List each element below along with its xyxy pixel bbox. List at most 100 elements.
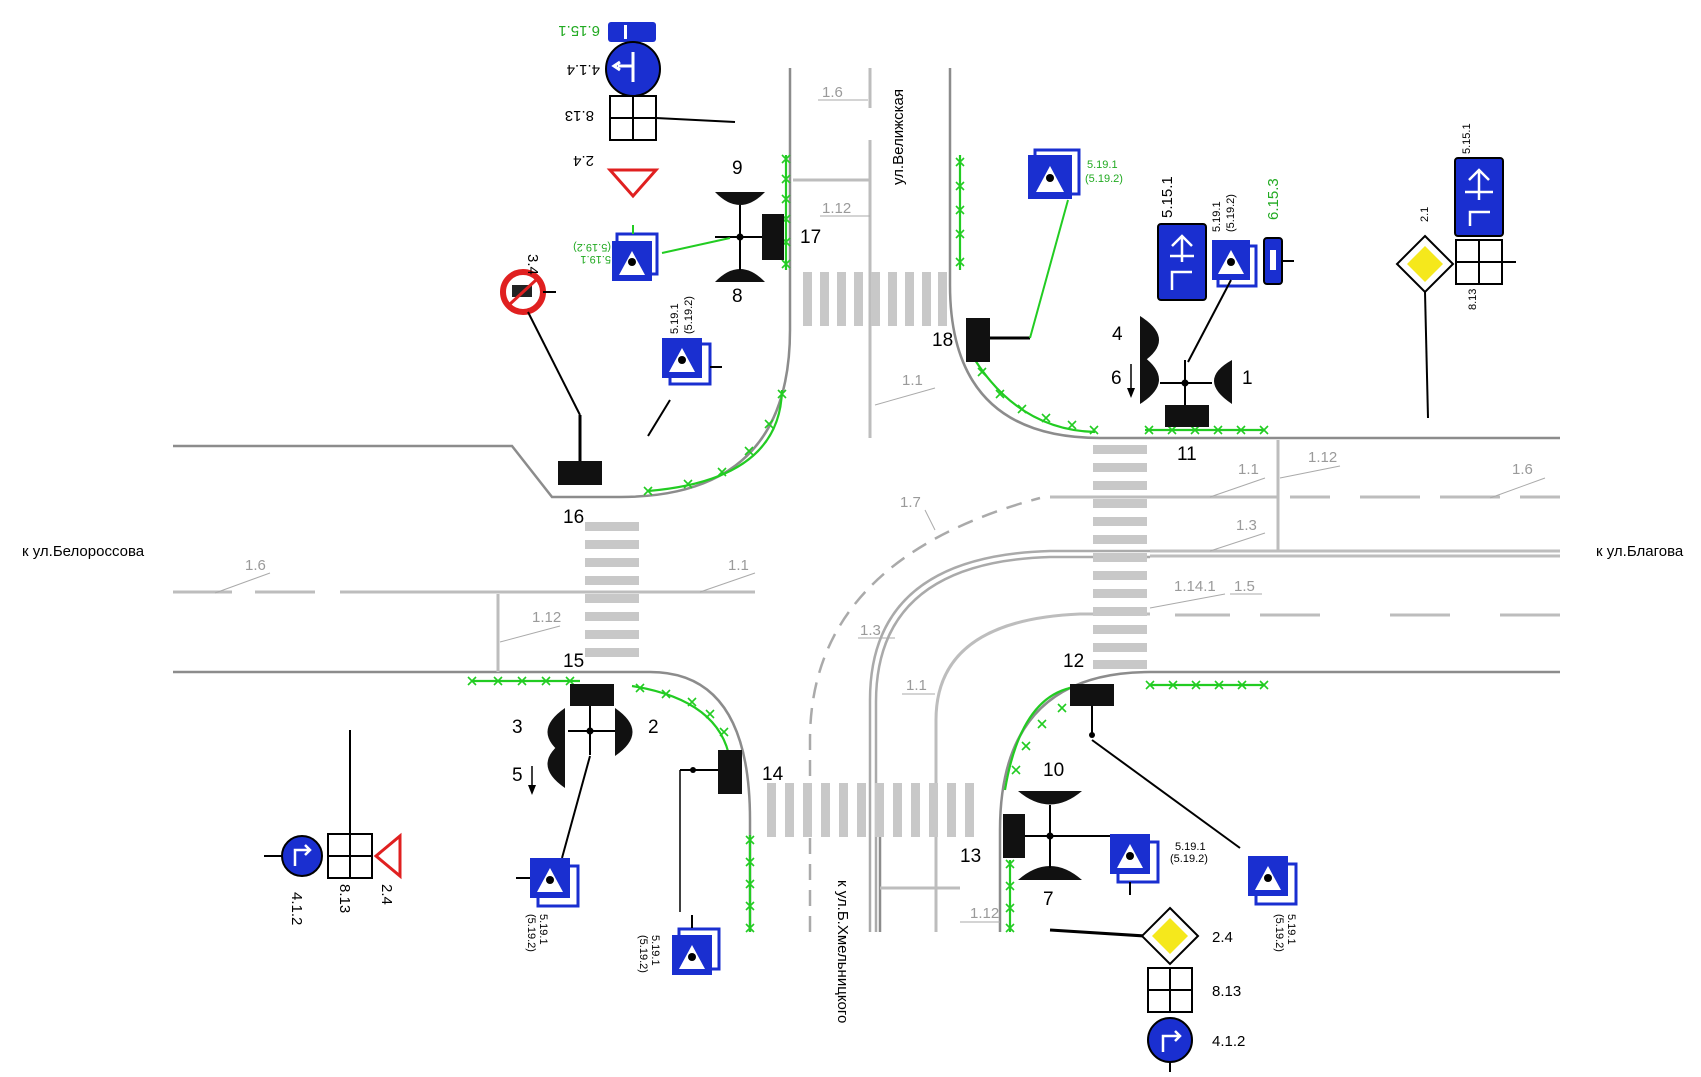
svg-text:1.3: 1.3 <box>860 622 881 639</box>
svg-text:13: 13 <box>960 846 981 867</box>
fence-crosses <box>467 154 1269 933</box>
marking-labels: 1.6 1.12 1.1 1.7 1.3 1.1 1.12 1.6 1.1 1.… <box>214 84 1546 923</box>
svg-text:1.1: 1.1 <box>906 677 927 694</box>
ped-light-18 <box>966 318 1030 362</box>
north-sign-stack: 6.15.1 4.1.4 8.13 2.4 <box>558 22 736 199</box>
double-curve-1-3 <box>868 549 1150 932</box>
svg-text:15: 15 <box>563 651 584 672</box>
svg-text:9: 9 <box>732 158 743 179</box>
svg-text:8.13: 8.13 <box>1467 289 1479 310</box>
svg-text:3: 3 <box>512 717 523 738</box>
se-sign-stack: 2.4 8.13 4.1.2 <box>1049 906 1245 1072</box>
svg-text:5.15.1: 5.15.1 <box>1461 123 1473 154</box>
svg-text:2.4: 2.4 <box>1212 929 1233 946</box>
crosswalk-north <box>803 272 947 326</box>
svg-text:1.6: 1.6 <box>1512 461 1533 478</box>
svg-text:6: 6 <box>1111 368 1122 389</box>
svg-text:8.13: 8.13 <box>565 107 594 124</box>
svg-text:7: 7 <box>1043 889 1054 910</box>
crosswalk-south <box>767 783 974 837</box>
svg-text:5.19.1: 5.19.1 <box>1285 914 1297 945</box>
ped-sign-nw: 5.19.1 (5.19.2) <box>647 296 722 437</box>
svg-text:8.13: 8.13 <box>1212 983 1241 1000</box>
svg-text:6.15.3: 6.15.3 <box>1265 178 1282 220</box>
svg-text:2: 2 <box>648 717 659 738</box>
lane-markings <box>173 68 1560 932</box>
svg-text:1: 1 <box>1242 368 1253 389</box>
svg-text:(5.19.2): (5.19.2) <box>1273 914 1285 952</box>
svg-text:(5.19.2): (5.19.2) <box>573 241 611 253</box>
svg-text:1.6: 1.6 <box>245 557 266 574</box>
svg-text:12: 12 <box>1063 651 1084 672</box>
svg-text:8.13: 8.13 <box>336 884 353 913</box>
svg-text:10: 10 <box>1043 760 1064 781</box>
guide-line-1-7 <box>808 496 1041 932</box>
svg-text:1.14.1: 1.14.1 <box>1174 578 1216 595</box>
svg-text:(5.19.2): (5.19.2) <box>1225 194 1237 232</box>
street-west: к ул.Белороссова <box>22 543 145 560</box>
svg-text:5.19.1: 5.19.1 <box>1211 201 1223 232</box>
road-edges <box>173 68 1560 932</box>
traffic-light-9-8 <box>715 192 784 282</box>
svg-text:11: 11 <box>1177 444 1197 465</box>
svg-text:5.19.1: 5.19.1 <box>669 303 681 334</box>
ped-light-14 <box>679 750 742 912</box>
svg-text:4.1.2: 4.1.2 <box>288 892 305 925</box>
svg-text:4: 4 <box>1112 324 1123 345</box>
ped-sign-sw: 5.19.1 (5.19.2) <box>516 755 591 952</box>
svg-text:1.12: 1.12 <box>970 905 999 922</box>
svg-text:5.19.1: 5.19.1 <box>537 914 549 945</box>
traffic-light-3-2-5 <box>528 684 633 795</box>
ped-sign-14: 5.19.1 (5.19.2) <box>637 915 721 975</box>
equipment-numbers: 9 8 17 18 4 6 1 11 16 15 12 3 2 5 14 10 … <box>512 158 1253 910</box>
sw-sign-stack: 4.1.2 8.13 2.4 <box>264 730 402 925</box>
svg-text:1.3: 1.3 <box>1236 517 1257 534</box>
svg-text:2.1: 2.1 <box>1419 207 1431 222</box>
svg-text:14: 14 <box>762 764 784 785</box>
street-north: ул.Велижская <box>890 89 907 185</box>
svg-text:(5.19.2): (5.19.2) <box>683 296 695 334</box>
svg-text:1.1: 1.1 <box>902 372 923 389</box>
svg-text:1.12: 1.12 <box>822 200 851 217</box>
svg-text:5.19.1: 5.19.1 <box>649 935 661 966</box>
svg-text:4.1.4: 4.1.4 <box>567 61 600 78</box>
ne-sign-stack: 5.15.1 5.19.1 (5.19.2) 6.15.3 <box>1157 176 1294 363</box>
svg-text:(5.19.2): (5.19.2) <box>1085 173 1123 185</box>
svg-text:2.4: 2.4 <box>573 152 594 169</box>
svg-text:1.7: 1.7 <box>900 494 921 511</box>
svg-text:1.6: 1.6 <box>822 84 843 101</box>
svg-text:5.19.1: 5.19.1 <box>580 253 611 265</box>
ped-sign-se-far: 5.19.1 (5.19.2) <box>1091 739 1298 952</box>
ped-sign-9: 5.19.1 (5.19.2) <box>573 225 731 281</box>
svg-text:1.12: 1.12 <box>1308 449 1337 466</box>
far-ne-sign-stack: 2.1 5.15.1 8.13 <box>1395 123 1516 419</box>
svg-text:6.15.1: 6.15.1 <box>558 22 600 39</box>
svg-text:1.1: 1.1 <box>1238 461 1259 478</box>
svg-text:(5.19.2): (5.19.2) <box>525 914 537 952</box>
svg-text:(5.19.2): (5.19.2) <box>637 935 649 973</box>
sign-3-4: 3.4 <box>500 254 581 416</box>
street-east: к ул.Благова <box>1596 543 1684 560</box>
svg-text:1.12: 1.12 <box>532 609 561 626</box>
traffic-light-10-7 <box>1003 791 1110 880</box>
crosswalk-west <box>585 522 639 657</box>
svg-text:5.15.1: 5.15.1 <box>1159 176 1176 218</box>
svg-text:5.19.1: 5.19.1 <box>1087 159 1118 171</box>
ped-sign-se-inner: 5.19.1 (5.19.2) <box>1110 834 1208 895</box>
traffic-light-4-1-6 <box>1127 316 1232 427</box>
svg-text:16: 16 <box>563 507 584 528</box>
street-south: к ул.Б.Хмельницкого <box>834 880 851 1023</box>
svg-text:17: 17 <box>800 227 821 248</box>
svg-text:(5.19.2): (5.19.2) <box>1170 853 1208 865</box>
ped-light-16 <box>558 461 602 485</box>
svg-text:8: 8 <box>732 286 743 307</box>
ped-sign-north-right: 5.19.1 (5.19.2) <box>1028 148 1123 339</box>
crosswalk-east <box>1093 445 1147 669</box>
svg-text:2.4: 2.4 <box>378 884 395 905</box>
svg-text:1.5: 1.5 <box>1234 578 1255 595</box>
svg-text:18: 18 <box>932 330 953 351</box>
svg-text:1.1: 1.1 <box>728 557 749 574</box>
svg-text:3.4: 3.4 <box>524 254 541 275</box>
svg-text:5: 5 <box>512 765 523 786</box>
